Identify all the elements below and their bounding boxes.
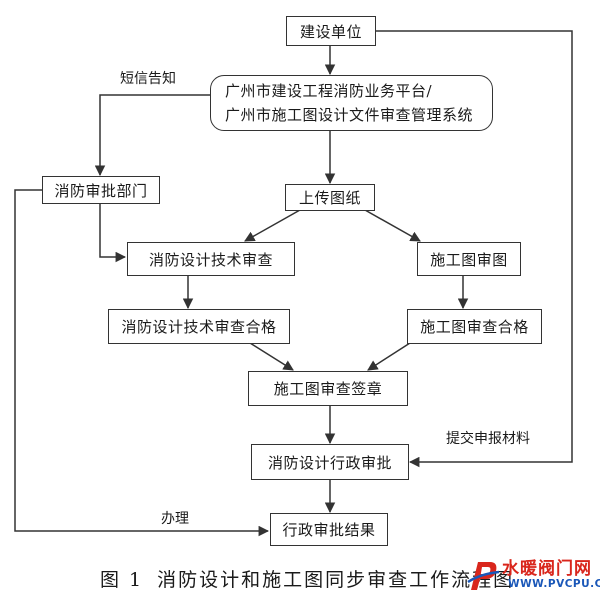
node-platform: 广州市建设工程消防业务平台/ 广州市施工图设计文件审查管理系统 xyxy=(210,75,493,131)
watermark-logo: 水暖阀门网 WWW.PVCPU.COM xyxy=(466,552,600,598)
edge-fire-pass-to-seal xyxy=(249,342,294,371)
edge-upload-to-drawing-review xyxy=(364,209,421,242)
node-fire-admin-approval: 消防设计行政审批 xyxy=(251,444,409,480)
watermark-url: WWW.PVCPU.COM xyxy=(508,578,600,590)
node-label: 消防设计技术审查合格 xyxy=(121,318,277,336)
node-label: 施工图审图 xyxy=(430,250,508,269)
node-label: 施工图审查签章 xyxy=(273,380,383,398)
figure-caption: 图 1 消防设计和施工图同步审查工作流程图 xyxy=(100,565,514,592)
node-label: 消防设计行政审批 xyxy=(267,453,392,472)
watermark-name: 水暖阀门网 xyxy=(502,559,592,579)
edge-upload-to-fire-review xyxy=(244,209,301,242)
node-fire-approval-dept: 消防审批部门 xyxy=(42,176,160,204)
node-label: 建设单位 xyxy=(299,22,362,41)
edge-label-handle: 办理 xyxy=(161,511,189,527)
caption-text: 消防设计和施工图同步审查工作流程图 xyxy=(157,569,515,591)
watermark-p-icon xyxy=(467,562,500,590)
node-fire-tech-review-pass: 消防设计技术审查合格 xyxy=(108,309,290,344)
edge-label-submit-materials: 提交申报材料 xyxy=(446,431,530,447)
edge-platform-to-dept xyxy=(94,94,210,177)
node-label: 行政审批结果 xyxy=(282,521,376,539)
node-label: 消防设计技术审查 xyxy=(148,250,273,269)
platform-line-2: 广州市施工图设计文件审查管理系统 xyxy=(225,106,474,124)
node-construction-drawing-review-pass: 施工图审查合格 xyxy=(407,309,542,344)
node-construction-drawing-review: 施工图审图 xyxy=(417,242,521,276)
node-review-seal: 施工图审查签章 xyxy=(248,371,408,406)
caption-number: 图 1 xyxy=(100,569,144,591)
node-label: 施工图审查合格 xyxy=(420,318,529,336)
node-label: 消防审批部门 xyxy=(54,181,148,200)
edge-drawing-pass-to-seal xyxy=(367,342,411,371)
edge-dept-to-result xyxy=(14,189,270,537)
edge-dept-to-fire-review xyxy=(99,203,127,263)
platform-line-1: 广州市建设工程消防业务平台/ xyxy=(225,82,433,100)
node-construction-unit: 建设单位 xyxy=(286,16,376,46)
edge-label-sms-notice: 短信告知 xyxy=(120,71,176,87)
node-upload-drawings: 上传图纸 xyxy=(285,184,375,211)
edge-unit-to-admin xyxy=(376,30,573,468)
node-fire-tech-review: 消防设计技术审查 xyxy=(127,242,295,276)
node-admin-approval-result: 行政审批结果 xyxy=(270,513,388,546)
node-label: 上传图纸 xyxy=(298,189,361,207)
